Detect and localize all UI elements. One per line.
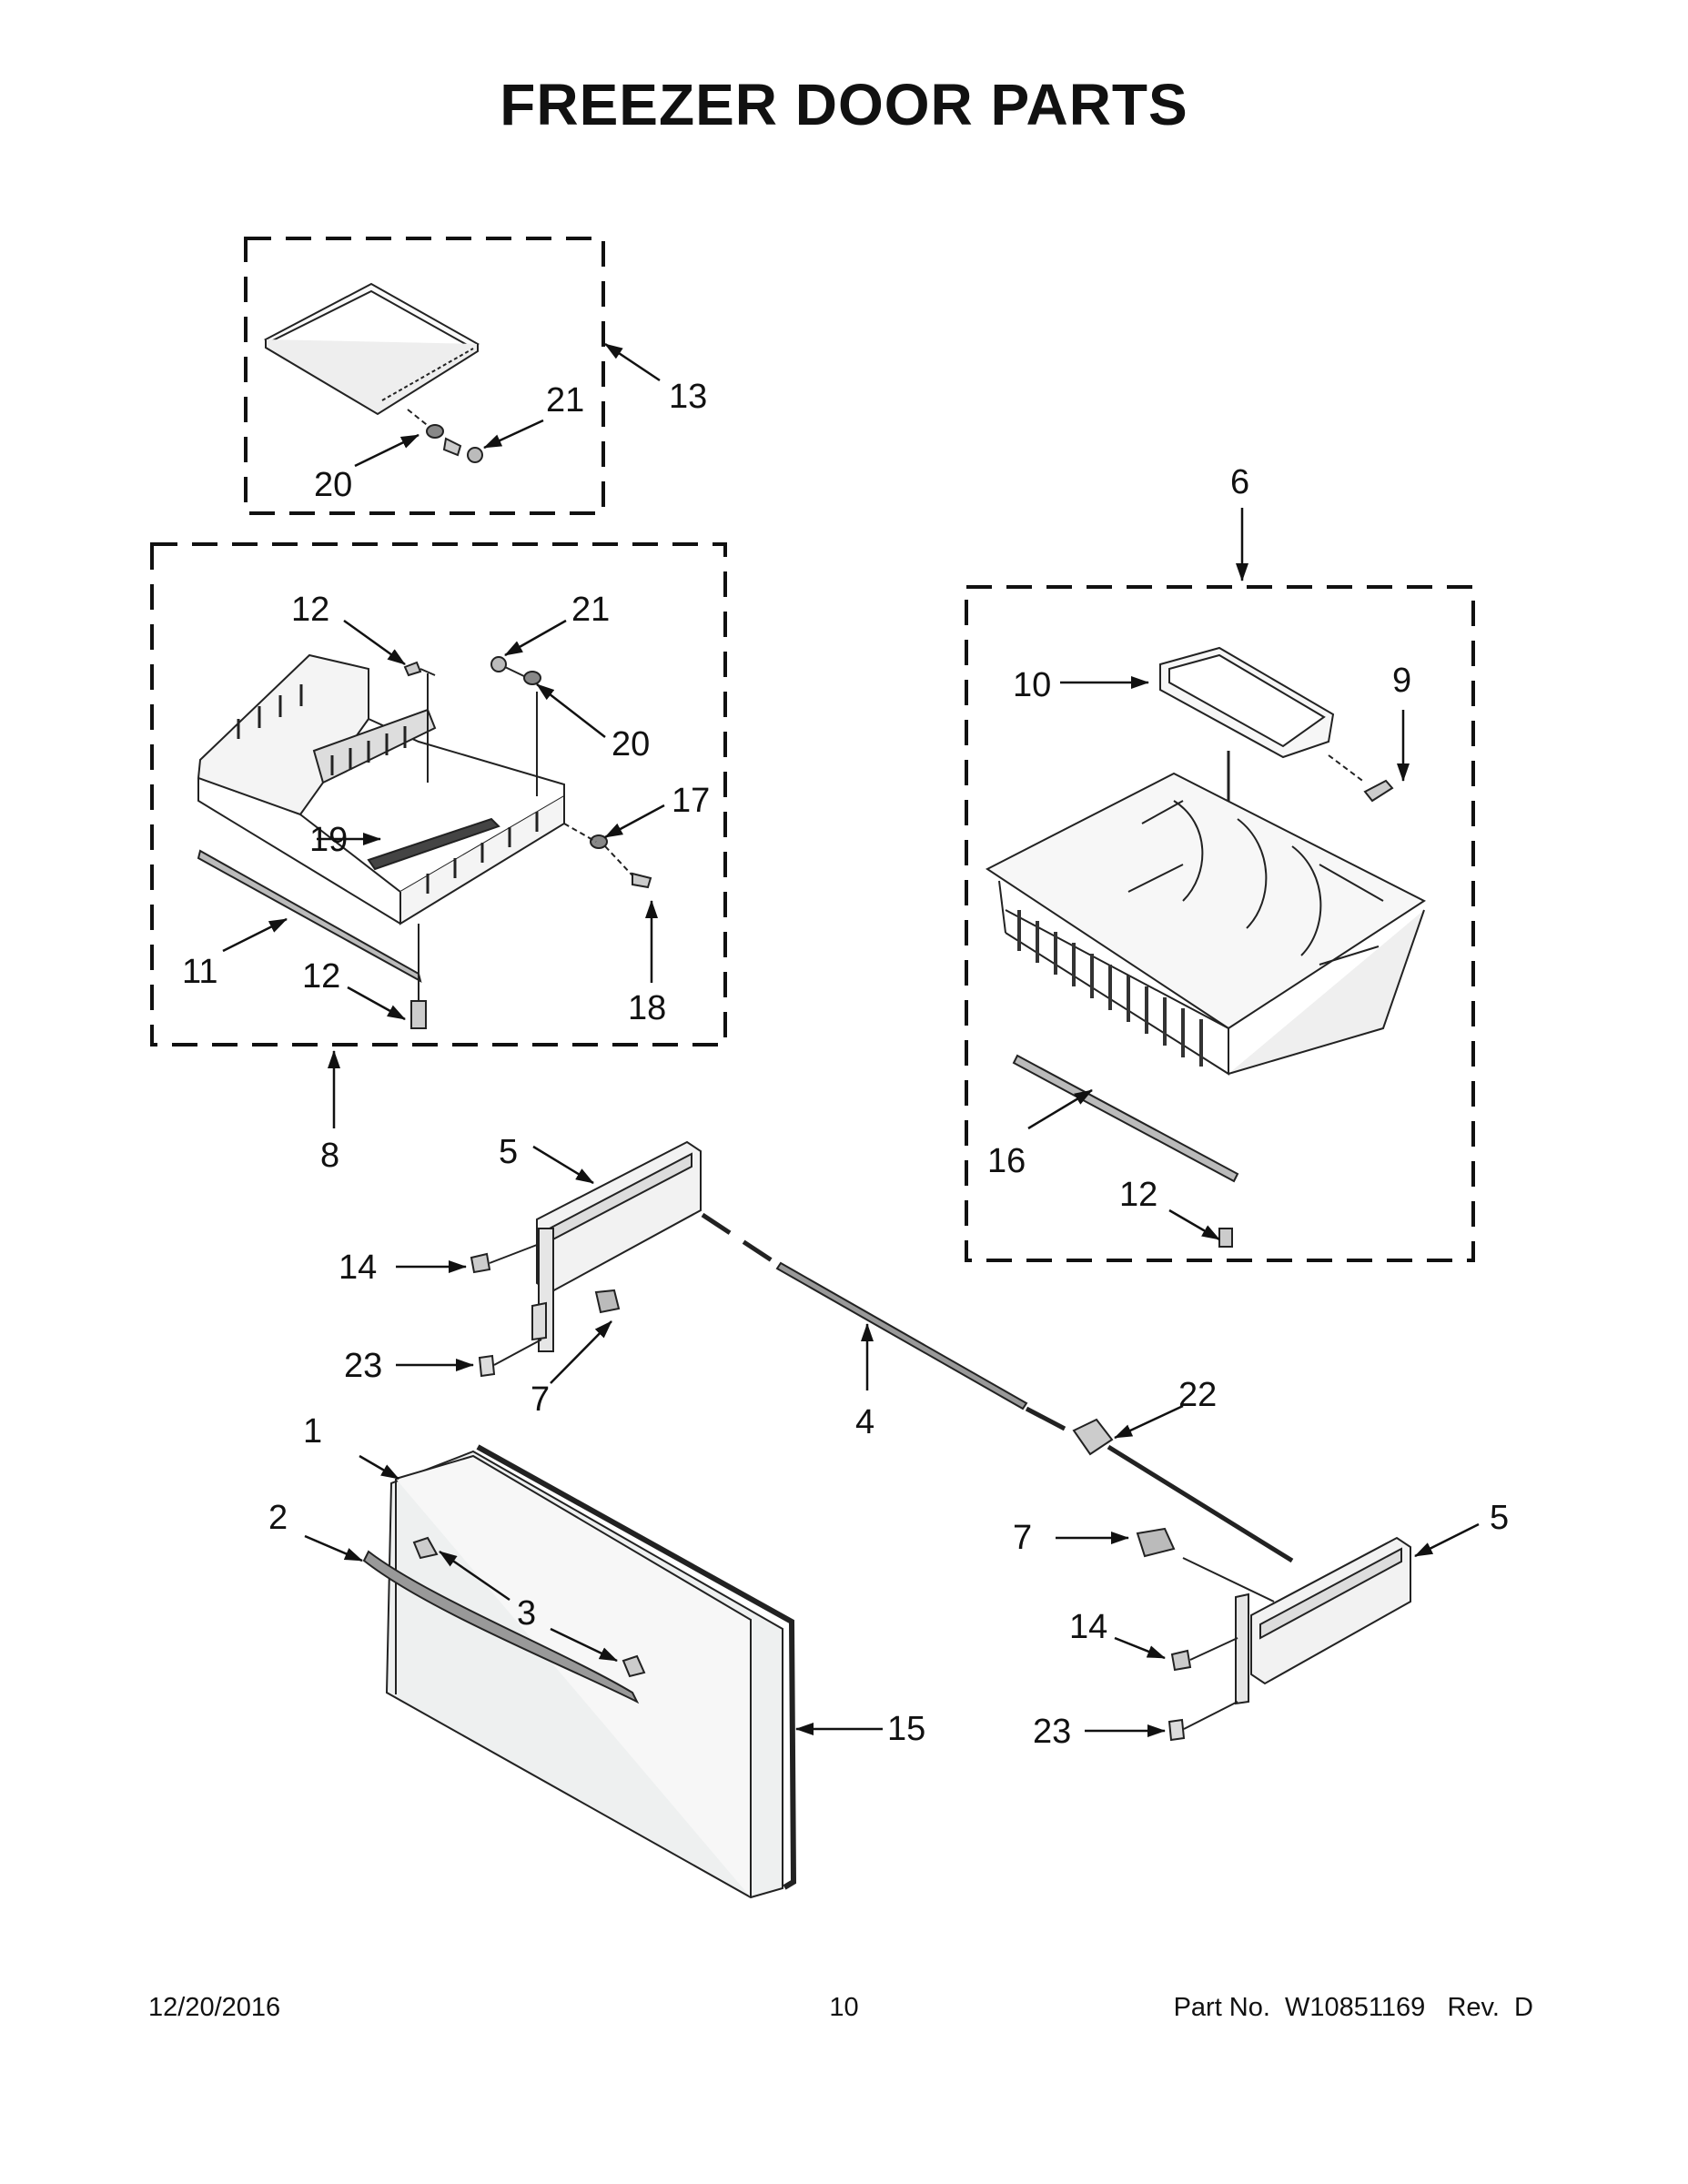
callout-7-left: 7	[531, 1380, 550, 1419]
callout-5-right: 5	[1490, 1499, 1509, 1537]
slide-stop-14-left	[470, 1252, 491, 1274]
callout-14-left: 14	[339, 1249, 377, 1287]
callout-23-left: 23	[344, 1347, 382, 1385]
group-box-6	[965, 585, 1475, 1262]
callout-10: 10	[1013, 666, 1051, 704]
basket-rail-16	[1012, 1054, 1239, 1183]
callout-21-upper: 21	[546, 381, 584, 420]
footer-part-number: Part No. W10851169 Rev. D	[1173, 1993, 1533, 2022]
callout-4: 4	[855, 1403, 874, 1441]
handle-screw-upper	[412, 1536, 439, 1560]
freezer-shelf	[263, 282, 480, 416]
callout-8: 8	[320, 1137, 339, 1175]
footer-date: 12/20/2016	[148, 1993, 281, 2022]
lower-freezer-basket	[986, 772, 1426, 1076]
callout-21-drawer: 21	[571, 591, 610, 629]
callout-16: 16	[987, 1142, 1026, 1180]
callout-12-drawer-bottom: 12	[302, 957, 340, 996]
callout-3: 3	[517, 1594, 536, 1633]
callout-labels: 13 21 20 12 21 20 17 19 11 12 18 8 6 10 …	[182, 378, 1509, 1751]
clip-23-left	[478, 1354, 496, 1378]
callout-5-left: 5	[499, 1133, 518, 1171]
door-handle	[362, 1550, 640, 1704]
bushing-22	[1072, 1418, 1114, 1456]
bin-clip	[1363, 779, 1394, 803]
callout-9: 9	[1392, 662, 1411, 700]
callout-6: 6	[1230, 463, 1249, 501]
callout-11: 11	[182, 953, 217, 991]
callout-13: 13	[669, 378, 707, 416]
slide-stop-14-right	[1170, 1649, 1192, 1672]
callout-12-basket: 12	[1119, 1176, 1157, 1214]
right-slide-rail	[1235, 1536, 1411, 1705]
upper-freezer-drawer	[197, 653, 565, 925]
drawer-fasteners	[197, 656, 652, 1029]
leader-arrows	[222, 342, 1480, 1737]
group-box-13	[244, 237, 605, 515]
callout-15: 15	[887, 1710, 925, 1748]
callout-23-right: 23	[1033, 1713, 1071, 1751]
shelf-fasteners	[407, 409, 483, 463]
callout-22: 22	[1178, 1376, 1217, 1414]
callout-20-drawer: 20	[612, 725, 650, 763]
left-slide-rail	[531, 1140, 702, 1352]
callout-14-right: 14	[1069, 1608, 1107, 1646]
page-title: FREEZER DOOR PARTS	[500, 72, 1188, 137]
freezer-bin	[1159, 646, 1335, 759]
callout-18: 18	[628, 989, 666, 1027]
callout-12-drawer-top: 12	[291, 591, 329, 629]
callout-20-upper: 20	[314, 466, 352, 504]
footer-page-number: 10	[829, 1993, 859, 2022]
callout-7-right: 7	[1013, 1519, 1032, 1557]
callout-17: 17	[672, 782, 710, 820]
clip-23-right	[1167, 1718, 1186, 1742]
callout-2: 2	[268, 1499, 288, 1537]
callout-1: 1	[303, 1412, 322, 1451]
group-box-8	[150, 542, 727, 1046]
drawer-rod	[775, 1261, 1028, 1410]
screw-7-left	[594, 1289, 621, 1314]
callout-19: 19	[309, 821, 348, 859]
screw-7-right	[1136, 1527, 1176, 1558]
handle-screw-lower	[622, 1654, 646, 1678]
